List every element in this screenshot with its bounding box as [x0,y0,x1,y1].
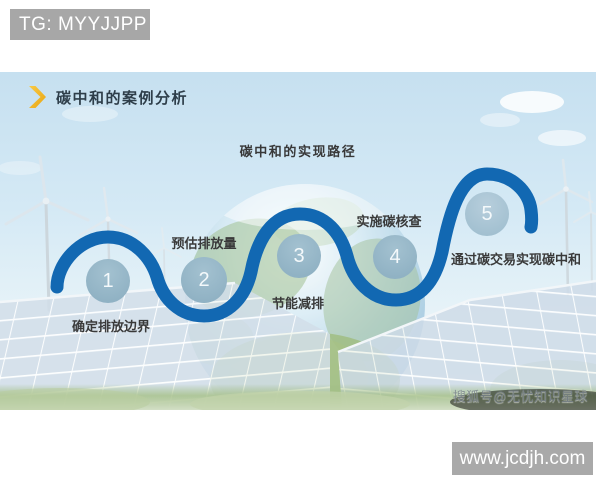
wind-turbine-icons [4,155,596,312]
step-number-2: 2 [198,268,210,291]
step-label-1: 确定排放边界 [71,319,150,334]
step-label-4: 实施碳核查 [356,214,422,229]
step-circle-5: 5 [465,192,509,236]
process-path [50,167,539,323]
step-label-3: 节能减排 [271,296,324,311]
chevron-icon [29,86,46,108]
step-number-5: 5 [481,202,493,225]
slide-title: 碳中和的案例分析 [56,89,189,107]
clouds [0,91,586,175]
step-label-2: 预估排放量 [171,236,237,251]
slide-header: 碳中和的案例分析 [27,86,188,108]
step-number-1: 1 [102,269,114,292]
step-circle-4: 4 [373,235,417,279]
step-number-4: 4 [389,245,401,268]
step-label-5: 通过碳交易实现碳中和 [450,252,581,267]
watermark: 搜狐号@无忧知识星球 [452,389,588,404]
step-number-3: 3 [293,244,305,267]
diagram-title: 碳中和的实现路径 [239,144,357,159]
website-badge: www.jcdjh.com [452,442,593,475]
solar-panel-field-right [337,279,596,410]
step-circle-2: 2 [181,257,227,303]
tg-badge: TG: MYYJJPP [10,9,150,40]
slide-image: 碳中和的案例分析 碳中和的实现路径 1 2 3 4 5 确定排放边界 预估排放量… [0,72,596,410]
step-circle-3: 3 [277,234,321,278]
step-circle-1: 1 [86,259,130,303]
